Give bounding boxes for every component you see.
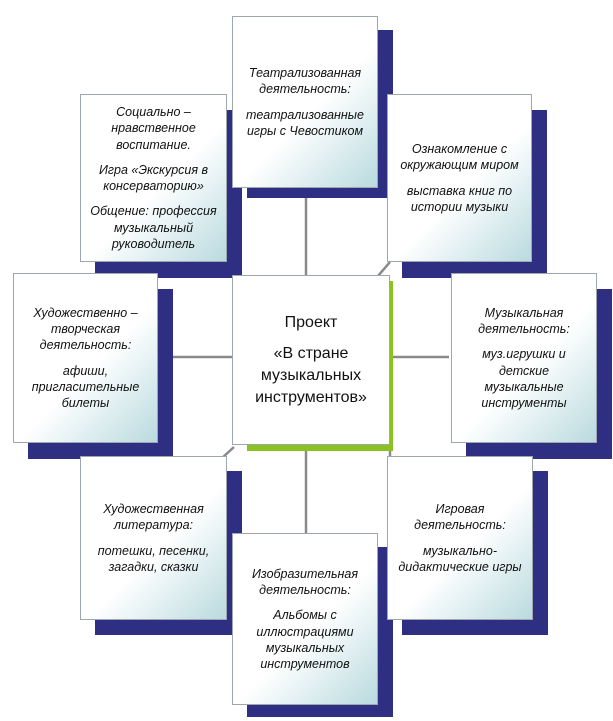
- box-social-moral-line-2: Общение: профессия музыкальный руководит…: [90, 204, 217, 251]
- box-music-title: Музыкальная деятельность:: [478, 305, 570, 336]
- center-project-box: Проект «В стране музыкальных инструменто…: [232, 275, 390, 445]
- box-music: Музыкальная деятельность: муз.игрушки и …: [451, 273, 597, 443]
- box-art-creative-line-1: афиши, пригласительные билеты: [31, 363, 140, 411]
- box-game: Игровая деятельность: музыкально-дидакти…: [387, 456, 533, 620]
- center-title: Проект: [284, 313, 338, 331]
- box-visual-arts-title: Изобразительная деятельность:: [251, 566, 359, 597]
- box-environment: Ознакомление с окружающим миром выставка…: [387, 94, 532, 262]
- box-visual-arts-line-1: Альбомы с иллюстрациями музыкальных инст…: [256, 608, 354, 671]
- box-theatre-title: Театрализованная деятельность:: [248, 66, 362, 97]
- box-literature: Художественная литература: потешки, песе…: [80, 456, 227, 620]
- box-environment-title: Ознакомление с окружающим миром: [400, 142, 519, 173]
- box-art-creative-title: Художественно – творческая деятельность:: [33, 305, 138, 353]
- box-art-creative: Художественно – творческая деятельность:…: [13, 273, 158, 443]
- center-line-2: музыкальных: [260, 367, 362, 384]
- box-visual-arts: Изобразительная деятельность: Альбомы с …: [232, 533, 378, 705]
- box-environment-line-1: выставка книг по истории музыки: [406, 183, 513, 214]
- box-literature-title: Художественная литература:: [103, 502, 204, 533]
- center-line-1: «В стране: [273, 345, 349, 363]
- box-social-moral-line-1: Игра «Экскурсия в консерваторию»: [98, 162, 209, 193]
- box-game-line-1: музыкально-дидактические игры: [398, 543, 522, 574]
- box-theatre: Театрализованная деятельность: театрализ…: [232, 16, 378, 188]
- box-social-moral: Социально – нравственное воспитание. Игр…: [80, 94, 227, 262]
- center-line-3: инструментов»: [255, 388, 367, 406]
- box-game-title: Игровая деятельность:: [414, 502, 506, 533]
- connector-top-right: [377, 261, 391, 277]
- box-music-line-1: муз.игрушки и детские музыкальные инстру…: [481, 347, 567, 410]
- box-theatre-line-1: театрализованные игры с Чевостиком: [246, 107, 364, 138]
- box-social-moral-title: Социально – нравственное воспитание.: [111, 105, 196, 152]
- box-literature-line-1: потешки, песенки, загадки, сказки: [97, 543, 210, 574]
